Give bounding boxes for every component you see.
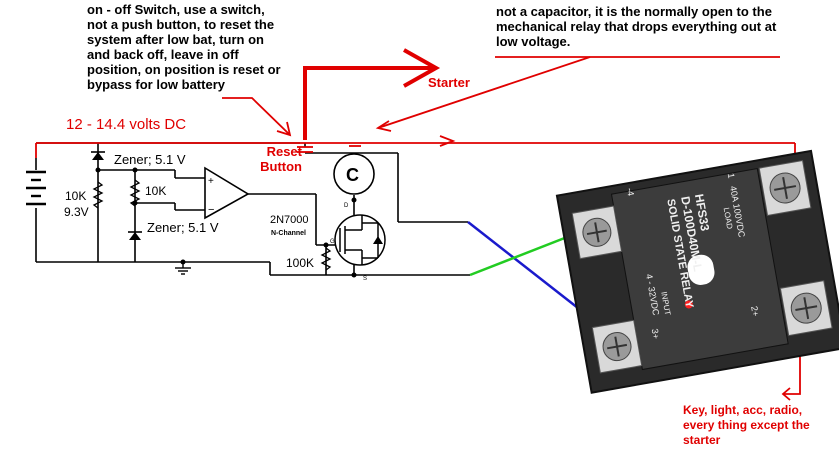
zener-top-label: Zener; 5.1 V — [114, 152, 186, 167]
voltage-9v3-label: 9.3V — [64, 205, 89, 219]
switch-note: on - off Switch, use a switch, not a pus… — [87, 2, 281, 92]
reset-button-label: Reset Button — [260, 144, 302, 174]
relay-brand: HFS33 — [692, 193, 712, 233]
resistor-100k-symbol — [320, 247, 332, 271]
relay-led-icon — [684, 300, 693, 309]
relay-input-label: INPUT — [659, 291, 672, 316]
relay-terminal-2: 2+ — [749, 305, 761, 317]
zener-bottom-symbol — [128, 231, 142, 240]
solid-state-relay: HFS33 D-100D40M-L SOLID STATE RELAY 40A … — [555, 149, 839, 394]
relay-coil-symbol — [333, 153, 375, 195]
pin-s-label: S — [363, 276, 367, 282]
relay-load-label: LOAD — [722, 207, 735, 230]
mosfet-type-label: N-Channel — [271, 230, 306, 237]
relay-terminal-4: -4 — [625, 187, 636, 197]
relay-terminal-3: 3+ — [650, 328, 662, 340]
opamp-symbol — [204, 166, 250, 220]
resistor-10k-left-symbol — [92, 181, 104, 209]
zener-bottom-label: Zener; 5.1 V — [147, 220, 219, 235]
zener-top-symbol — [91, 151, 105, 160]
ground-symbol — [175, 262, 191, 275]
red-annotations — [35, 48, 801, 401]
load-note: Key, light, acc, radio, every thing exce… — [683, 403, 810, 447]
relay-terminal-1: 1 — [726, 172, 737, 179]
relay-note: not a capacitor, it is the normally open… — [496, 4, 777, 49]
resistor-10k-mid-label: 10K — [145, 184, 166, 198]
junction-dots — [95, 167, 357, 278]
opamp-plus-label: + — [208, 176, 214, 187]
wiring — [35, 142, 470, 276]
resistor-100k-label: 100K — [286, 256, 314, 270]
resistor-10k-left-label: 10K — [65, 189, 86, 203]
supply-voltage-label: 12 - 14.4 volts DC — [66, 116, 187, 133]
starter-label: Starter — [428, 75, 470, 90]
battery-symbol — [26, 170, 46, 206]
opamp-minus-label: − — [208, 204, 214, 216]
mosfet-label: 2N7000 — [270, 214, 309, 226]
pin-g-label: G — [330, 239, 335, 245]
coil-label: C — [346, 165, 359, 185]
relay-terminals — [571, 159, 833, 374]
component-labels: Zener; 5.1 V Zener; 5.1 V 10K 9.3V 10K +… — [64, 152, 367, 282]
resistor-10k-mid-symbol — [129, 179, 141, 207]
mosfet-symbol — [334, 214, 386, 266]
pin-d-label: D — [344, 203, 349, 209]
